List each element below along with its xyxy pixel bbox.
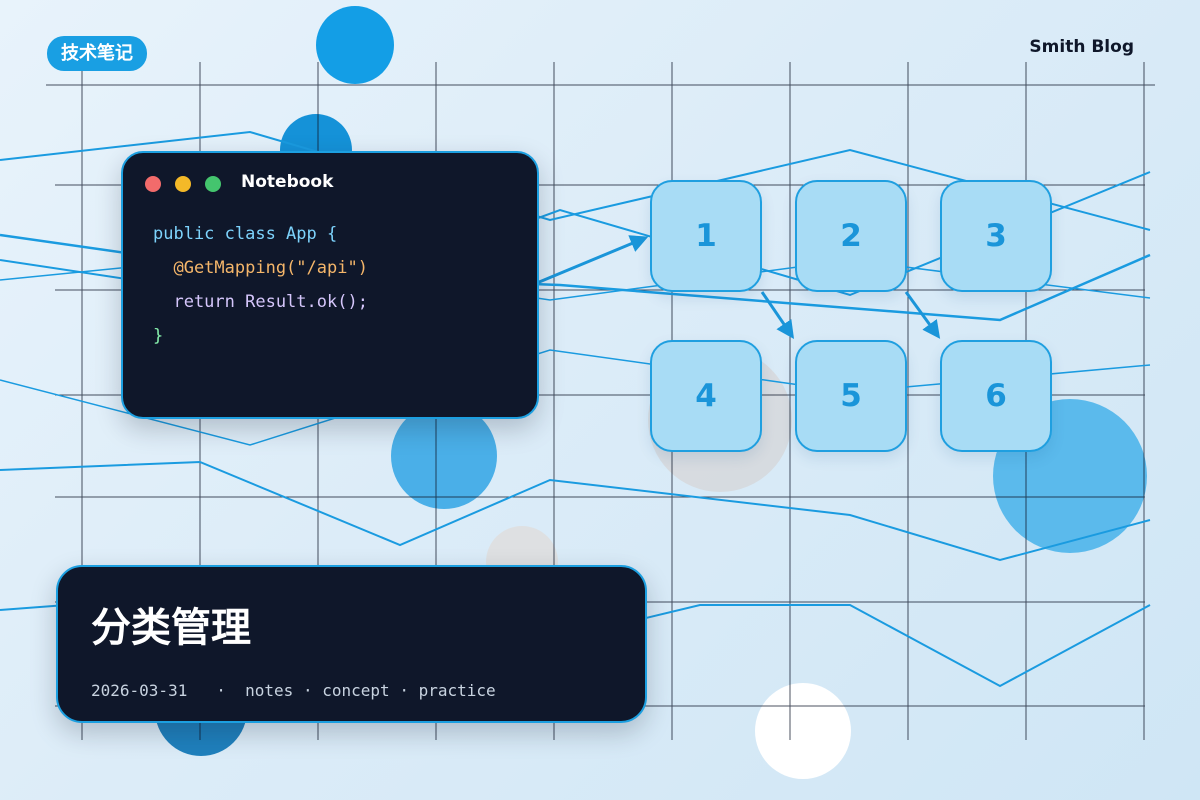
page-title: 分类管理 [91, 605, 251, 651]
step-tile-4: 4 [650, 340, 762, 452]
code-line: public class App { [153, 224, 338, 244]
code-card-title: Notebook [241, 172, 334, 192]
post-date: 2026-03-31 [91, 681, 188, 700]
blog-brand[interactable]: Smith Blog [1029, 37, 1134, 57]
step-tile-5: 5 [795, 340, 907, 452]
code-line: return Result.ok(); [153, 292, 368, 312]
post-tag-practice[interactable]: practice [418, 681, 496, 700]
post-meta: 2026-03-31 · notes · concept · practice [91, 681, 496, 700]
code-line: @GetMapping("/api") [153, 258, 368, 278]
code-block: public class App { @GetMapping("/api") r… [153, 217, 368, 353]
window-minimize-dot [175, 176, 191, 192]
step-tile-6: 6 [940, 340, 1052, 452]
code-card: Notebook public class App { @GetMapping(… [121, 151, 539, 419]
meta-separator: · [399, 681, 409, 700]
post-tag-notes[interactable]: notes [245, 681, 294, 700]
window-maximize-dot [205, 176, 221, 192]
post-tag-concept[interactable]: concept [322, 681, 390, 700]
code-line: } [153, 326, 164, 346]
window-close-dot [145, 176, 161, 192]
meta-separator: · [302, 681, 313, 700]
category-tag[interactable]: 技术笔记 [47, 36, 147, 71]
title-card: 分类管理 2026-03-31 · notes · concept · prac… [56, 565, 647, 723]
step-tile-1: 1 [650, 180, 762, 292]
flow-arrows [531, 235, 941, 339]
meta-separator: · [216, 681, 226, 700]
step-tile-3: 3 [940, 180, 1052, 292]
step-tile-2: 2 [795, 180, 907, 292]
